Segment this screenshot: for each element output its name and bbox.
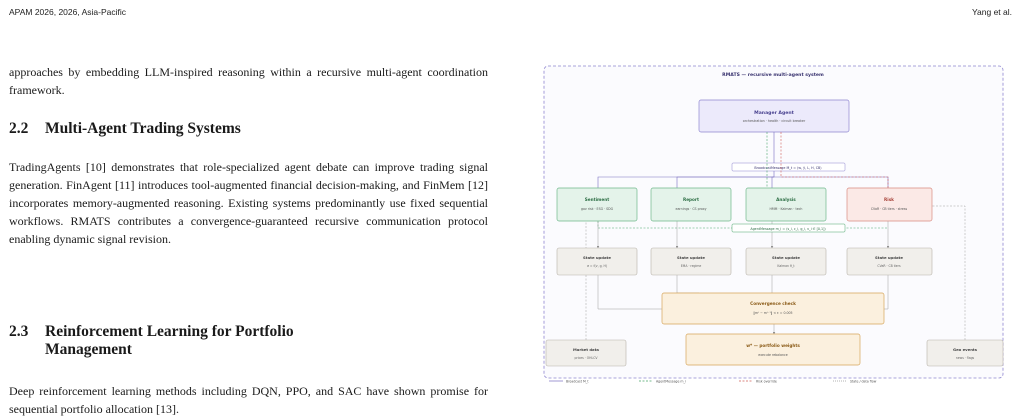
state-flow-lines xyxy=(585,205,966,340)
analysis-agent-title: Analysis xyxy=(776,197,796,202)
figure-title: RMATS — recursive multi-agent system xyxy=(722,72,824,78)
agent-message-label: AgentMessage m_i = (s_i, c_i, g_i, v_i ∈… xyxy=(750,227,825,231)
rmats-architecture-figure: RMATS — recursive multi-agent system Man… xyxy=(543,65,1004,383)
analysis-agent-sub: HMM · Kalman · tech xyxy=(770,207,803,211)
portfolio-weights-sub: execute rebalance xyxy=(758,353,787,357)
risk-override-lines xyxy=(780,132,889,188)
portfolio-weights-title: w* — portfolio weights xyxy=(746,343,800,348)
section-title-line2: Management xyxy=(45,341,132,358)
figure-legend: Broadcast M_t AgentMessage m_i Risk over… xyxy=(549,379,877,383)
legend-risk-override: Risk override xyxy=(756,379,777,383)
state-update-box-2 xyxy=(650,247,732,276)
report-agent-title: Report xyxy=(683,197,699,202)
legend-state-flow: State / data flow xyxy=(850,379,877,383)
section-2-3-body: Deep reinforcement learning methods incl… xyxy=(9,384,488,416)
state-update-box-3 xyxy=(745,247,827,276)
agent-message-label-box xyxy=(731,223,846,233)
sentiment-agent-box xyxy=(556,187,638,222)
author-header: Yang et al. xyxy=(971,7,1012,17)
convergence-check-box xyxy=(661,292,885,325)
section-number: 2.2 xyxy=(9,120,29,137)
manager-agent-sub: orchestration · health · circuit breaker xyxy=(743,119,806,123)
market-data-box xyxy=(545,339,627,367)
convergence-check-title: Convergence check xyxy=(750,301,796,306)
manager-agent-title: Manager Agent xyxy=(754,110,795,116)
geo-events-box xyxy=(926,339,1004,367)
state-update-sub-2: EMA · regime xyxy=(681,264,702,268)
sentiment-agent-title: Sentiment xyxy=(585,197,609,202)
conference-header: APAM 2026, 2026, Asia-Pacific xyxy=(9,7,127,17)
state-update-title-4: State update xyxy=(875,255,903,260)
analysis-agent-box xyxy=(745,187,827,222)
state-update-sub-4: CVaR · CB tiers xyxy=(877,264,901,268)
section-2-2-heading: 2.2 Multi-Agent Trading Systems xyxy=(9,120,488,138)
portfolio-weights-box xyxy=(685,333,861,366)
state-update-title-3: State update xyxy=(772,255,800,260)
section-title: Multi-Agent Trading Systems xyxy=(45,120,241,137)
market-data-title: Market data xyxy=(573,347,599,352)
legend-broadcast: Broadcast M_t xyxy=(566,379,589,383)
report-agent-box xyxy=(650,187,732,222)
legend-agent-message: AgentMessage m_i xyxy=(656,379,686,383)
risk-agent-title: Risk xyxy=(884,197,894,202)
state-update-title-2: State update xyxy=(677,255,705,260)
sentiment-agent-sub: gov risk · ESG · SDG xyxy=(581,207,614,211)
intro-paragraph: approaches by embedding LLM-inspired rea… xyxy=(9,65,488,97)
manager-agent-box xyxy=(698,99,850,133)
section-number: 2.3 xyxy=(9,323,29,340)
broadcast-label-box xyxy=(731,162,846,172)
report-agent-sub: earnings · CS proxy xyxy=(676,207,707,211)
geo-events-title: Geo events xyxy=(953,347,978,352)
risk-agent-box xyxy=(846,187,933,222)
section-2-3-heading: 2.3 Reinforcement Learning for Portfolio… xyxy=(9,323,488,359)
geo-events-sub: news · flags xyxy=(956,356,975,360)
running-head: APAM 2026, 2026, Asia-Pacific Yang et al… xyxy=(9,7,1012,21)
state-update-sub-1: σ = f(v, g, H) xyxy=(587,264,607,268)
state-update-title-1: State update xyxy=(583,255,611,260)
broadcast-label: BroadcastMessage M_t = (w, ŷ, L, H, CB) xyxy=(754,166,821,170)
market-data-sub: prices · OHLCV xyxy=(574,356,598,360)
risk-agent-sub: CVaR · CB tiers · stress xyxy=(871,207,908,211)
convergence-check-sub: ‖mᵗ − mᵗ⁻¹‖ < ε = 0.005 xyxy=(753,311,792,315)
state-update-box-1 xyxy=(556,247,638,276)
state-update-sub-3: Kalman θ_t xyxy=(777,264,795,268)
state-update-box-4 xyxy=(846,247,933,276)
section-2-2-body: TradingAgents [10] demonstrates that rol… xyxy=(9,160,488,246)
section-title-line1: Reinforcement Learning for Portfolio xyxy=(45,323,294,340)
